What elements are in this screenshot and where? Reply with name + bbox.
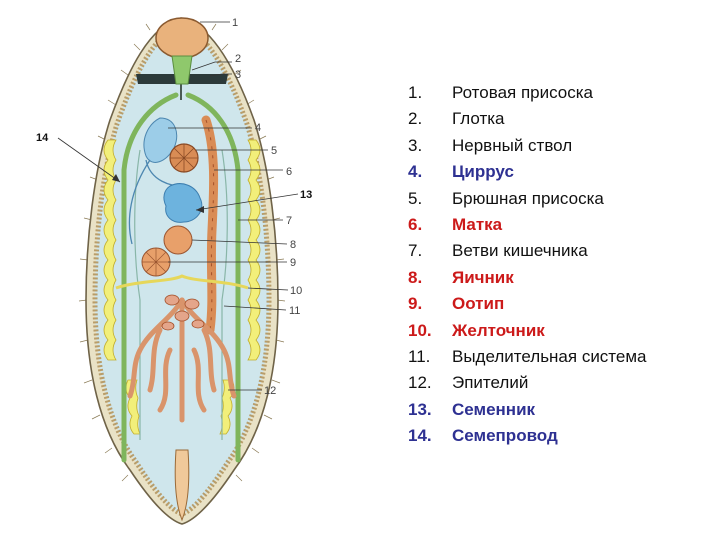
legend-item: 12. Эпителий — [408, 370, 647, 396]
diagram-label-7: 7 — [286, 215, 292, 227]
diagram-label-13: 13 — [300, 189, 312, 201]
legend-number: 3. — [408, 135, 423, 155]
testes-branches — [127, 297, 237, 423]
legend-number: 9. — [408, 294, 423, 314]
leader-arrowheads — [112, 174, 204, 213]
legend-text: Яичник — [452, 267, 514, 287]
legend-item: 11. Выделительная система — [408, 344, 647, 370]
legend-list: 1. Ротовая присоска 2. Глотка 3. Нервный ство… — [408, 80, 647, 449]
legend-text: Семепровод — [452, 426, 558, 446]
legend-number: 2. — [408, 109, 423, 129]
testis — [163, 183, 203, 223]
legend-text: Циррус — [452, 162, 514, 182]
diagram-label-11: 11 — [289, 305, 300, 317]
uterus-loops — [161, 294, 205, 331]
body-bristles — [78, 23, 286, 482]
legend-number: 5. — [408, 188, 423, 208]
legend-item: 7. Ветви кишечника — [408, 238, 647, 264]
legend-item: 5. Брюшная присоска — [408, 186, 647, 212]
ventral-sucker — [169, 143, 199, 173]
legend-number: 14. — [408, 426, 432, 446]
legend-number: 4. — [408, 162, 423, 182]
legend-item: 3. Нервный ствол — [408, 133, 647, 159]
diagram-label-4: 4 — [255, 122, 261, 134]
diagram-label-9: 9 — [290, 257, 296, 269]
pharynx — [171, 55, 193, 85]
legend-item: 1. Ротовая присоска — [408, 80, 647, 106]
legend-text: Желточник — [452, 320, 545, 340]
oral-sucker — [155, 17, 209, 59]
legend-number: 8. — [408, 267, 423, 287]
legend-item: 13. Семенник — [408, 397, 647, 423]
diagram-label-14: 14 — [36, 132, 49, 144]
legend-text: Ротовая присоска — [452, 83, 594, 102]
legend-text: Глотка — [452, 109, 505, 129]
diagram-label-10: 10 — [290, 285, 302, 297]
diagram-label-1: 1 — [232, 17, 238, 29]
diagram-label-6: 6 — [286, 166, 292, 178]
diagram-label-5: 5 — [271, 145, 277, 157]
legend-number: 11. — [408, 346, 431, 366]
intestine-branches — [121, 92, 241, 463]
excretory-bladder — [174, 449, 190, 522]
legend-number: 13. — [408, 399, 432, 419]
vitelline-ducts — [115, 274, 249, 290]
ootype — [141, 247, 171, 277]
legend-item: 9. Оотип — [408, 291, 647, 317]
diagram-labels: 1 2 3 4 5 6 13 7 8 9 10 11 12 14 — [36, 17, 312, 397]
legend-text: Нервный ствол — [452, 135, 573, 155]
legend-text: Оотип — [452, 294, 505, 314]
leader-lines — [57, 21, 299, 391]
legend-item: 4. Циррус — [408, 159, 647, 185]
ovary — [163, 225, 193, 255]
legend-item: 2. Глотка — [408, 106, 647, 132]
legend-number: 10. — [408, 320, 432, 340]
legend-number: 7. — [408, 241, 423, 261]
legend-number: 12. — [408, 373, 432, 393]
legend-item: 8. Яичник — [408, 265, 647, 291]
legend-text: Эпителий — [452, 373, 529, 393]
diagram-label-12: 12 — [264, 385, 276, 397]
legend-number: 6. — [408, 214, 423, 234]
legend-item: 14. Семепровод — [408, 423, 647, 449]
legend-item: 6. Матка — [408, 212, 647, 238]
legend-text: Семенник — [452, 399, 536, 419]
legend-item: 10. Желточник — [408, 318, 647, 344]
legend-text: Ветви кишечника — [452, 241, 588, 261]
legend-text: Матка — [452, 214, 503, 234]
legend-number: 1. — [408, 83, 423, 102]
legend-text: Выделительная система — [452, 346, 647, 366]
legend-text: Брюшная присоска — [452, 188, 604, 208]
diagram-label-8: 8 — [290, 239, 296, 251]
fluke-anatomy-diagram: 1 2 3 4 5 6 13 7 8 9 10 11 12 14 — [36, 17, 312, 525]
diagram-label-3: 3 — [235, 69, 241, 81]
diagram-label-2: 2 — [235, 53, 241, 65]
